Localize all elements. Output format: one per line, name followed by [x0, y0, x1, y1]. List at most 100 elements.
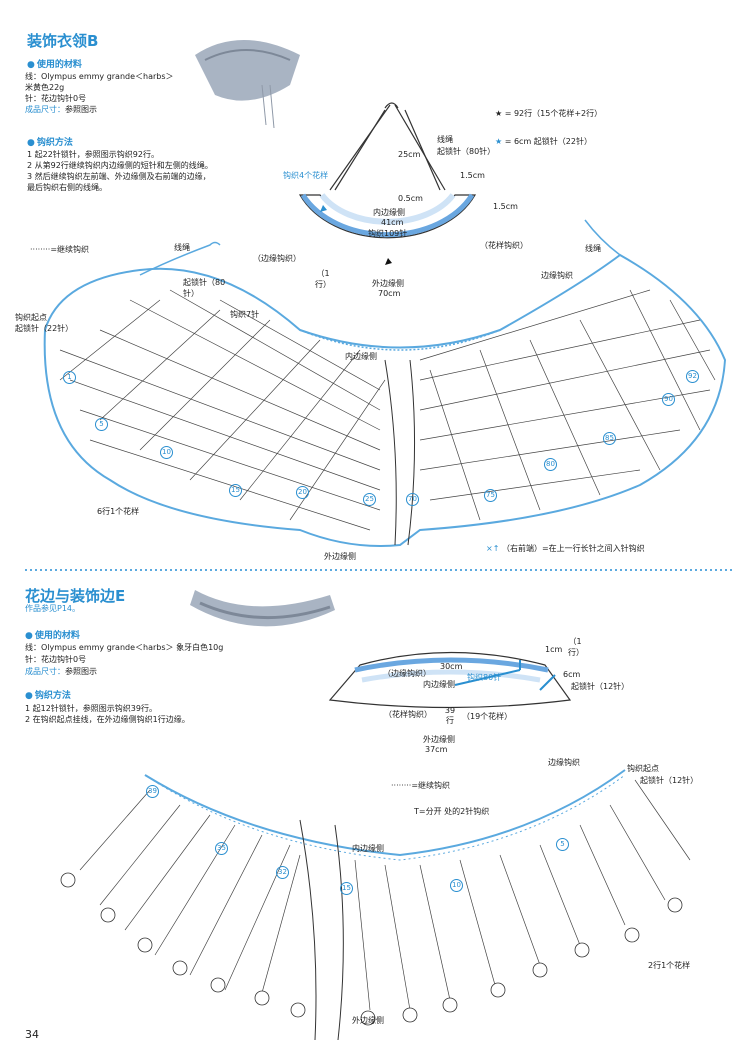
row-num-15: 15	[229, 484, 242, 497]
star2-legend: ★ = 6cm 起锁针（22针）	[495, 137, 592, 146]
inner-edge-label: 内边缘侧	[373, 208, 405, 217]
method-steps: 1 起22针锁针，参照图示钩织92行。 2 从第92行继续钩织内边缘侧的短针和左…	[27, 149, 213, 193]
e-chart-chain12: 起锁针（12针）	[640, 776, 699, 785]
star-marker-blue	[320, 205, 327, 212]
row-num-10: 10	[160, 446, 173, 459]
section-b-title: 装饰衣领B	[27, 32, 99, 50]
e-chart-edge: 边缘钩织	[548, 758, 580, 767]
cord-label: 线绳	[437, 135, 453, 144]
e-row-32: 32	[276, 866, 289, 879]
section-e-ref: 作品参见P14。	[25, 604, 81, 613]
e-dim-30cm: 30cm	[440, 662, 463, 671]
e-chart-start: 钩织起点	[627, 764, 659, 773]
row-num-92: 92	[686, 370, 699, 383]
chart-start22: 起锁针（22针）	[15, 324, 74, 333]
collar-e-photo	[190, 590, 335, 627]
e-chart-outer: 外边缘侧	[352, 1016, 384, 1025]
dim-41cm: 41cm	[381, 218, 404, 227]
one-row-label: （1行）	[315, 269, 331, 289]
e-split-legend: T=分开 处的2针钩织	[414, 807, 490, 816]
collar-e-fans	[79, 779, 691, 1011]
e-6cm: 6cm	[563, 670, 581, 679]
star-legend: ★ = 92行（15个花样+2行）	[495, 109, 603, 118]
star-rows-note: （15个花样+2行）	[532, 109, 603, 118]
collar-e-schematic	[328, 651, 572, 709]
star-marker	[385, 258, 392, 265]
pattern-label: （花样钩织）	[480, 241, 528, 250]
e-outer: 外边缘侧	[423, 735, 455, 744]
star-rows: 92	[513, 109, 525, 118]
chart-start: 钩织起点	[15, 313, 47, 322]
e-inner: 内边缘侧	[423, 680, 455, 689]
row-num-70: 70	[406, 493, 419, 506]
row-num-20: 20	[296, 486, 309, 499]
e-1row: （1行）	[568, 637, 584, 657]
size-label-e: 成品尺寸：	[25, 667, 65, 676]
collar-b-photo	[195, 40, 300, 129]
method-heading-e: 钩织方法	[25, 688, 71, 701]
e-row-35: 35	[215, 842, 228, 855]
step-2: 2 从第92行继续钩织内边缘侧的短针和左侧的线绳。	[27, 161, 213, 170]
size-value-e: 参照图示	[65, 667, 97, 676]
row-num-75: 75	[484, 489, 497, 502]
row-num-5: 5	[95, 418, 108, 431]
dim-05cm: 0.5cm	[398, 194, 423, 203]
star-rows-unit: 行	[524, 109, 533, 118]
yarn-line-e: 线：Olympus emmy grande＜harbs＞ 象牙白色10g	[25, 643, 224, 652]
size-line-e: 成品尺寸：参照图示	[25, 666, 97, 677]
chart-inner: 内边缘侧	[345, 352, 377, 361]
row-num-80: 80	[544, 458, 557, 471]
e-dim-37cm: 37cm	[425, 745, 448, 754]
dim-70cm: 70cm	[378, 289, 401, 298]
e-edge-label: （边缘钩织）	[383, 669, 431, 678]
size-label: 成品尺寸：	[25, 105, 65, 114]
collar-b-schematic	[298, 102, 477, 239]
step-e-1: 1 起12针锁针，参照图示钩织39行。	[25, 704, 157, 713]
row-num-85: 85	[603, 432, 616, 445]
e-1cm: 1cm	[545, 645, 563, 654]
row-num-25: 25	[363, 493, 376, 506]
collar-e-chart	[144, 769, 626, 1041]
edge-label: （边缘钩织）	[253, 254, 301, 263]
step-3: 3 然后继续钩织左前端、外边缘侧及右前端的边缘，	[27, 172, 211, 181]
dim-15cm-b: 1.5cm	[493, 202, 518, 211]
e-chart-2row: 2行1个花样	[648, 961, 691, 970]
e-pattern: （花样钩织）	[384, 710, 432, 719]
dim-15cm-a: 1.5cm	[460, 171, 485, 180]
row-num-1: 1	[63, 371, 76, 384]
dim-25cm: 25cm	[398, 150, 421, 159]
e-chart-inner: 内边缘侧	[352, 844, 384, 853]
chart-note: ×↑ （右前端）=在上一行长针之间入针钩织	[486, 544, 645, 553]
e-39row: 39行	[444, 706, 456, 725]
e-row-39: 39	[146, 785, 159, 798]
size-value: 参照图示	[65, 105, 97, 114]
materials-heading: 使用的材料	[27, 57, 82, 70]
hook-line-e: 针：花边钩针0号	[25, 655, 87, 664]
row-num-90: 90	[662, 393, 675, 406]
hook-line: 针：花边钩针0号	[25, 94, 87, 103]
chart-6row: 6行1个花样	[97, 507, 140, 516]
chart-edge: 边缘钩织	[541, 271, 573, 280]
materials-heading-e: 使用的材料	[25, 628, 80, 641]
e-19pat: （19个花样）	[462, 712, 513, 721]
chart-cord-left: 线绳	[174, 243, 190, 252]
chain80-label: 起锁针（80针）	[437, 147, 496, 156]
page-number: 34	[25, 1028, 39, 1041]
section-e-title: 花边与装饰边E	[25, 587, 126, 605]
yarn-line: 线：Olympus emmy grande＜harbs＞	[25, 72, 174, 81]
chart-cord-right: 线绳	[585, 244, 601, 253]
step-4: 最后钩织右侧的线绳。	[27, 183, 107, 192]
collar-b-cords	[139, 219, 621, 276]
chart-7st: 钩织7针	[230, 310, 260, 319]
e-row-5: 5	[556, 838, 569, 851]
method-steps-e: 1 起12针锁针，参照图示钩织39行。 2 在钩织起点挂线，在外边缘侧钩织1行边…	[25, 703, 190, 725]
yarn-color: 米黄色22g	[25, 83, 65, 92]
outer-edge-label: 外边缘侧	[372, 279, 404, 288]
method-heading: 钩织方法	[27, 135, 73, 148]
collar-b-chart	[43, 253, 727, 547]
pattern4-label: 钩织4个花样	[283, 171, 329, 180]
e-chain12: 起锁针（12针）	[571, 682, 630, 691]
collar-e-picots	[60, 872, 683, 1026]
e-80st: 钩织80针	[467, 673, 502, 682]
